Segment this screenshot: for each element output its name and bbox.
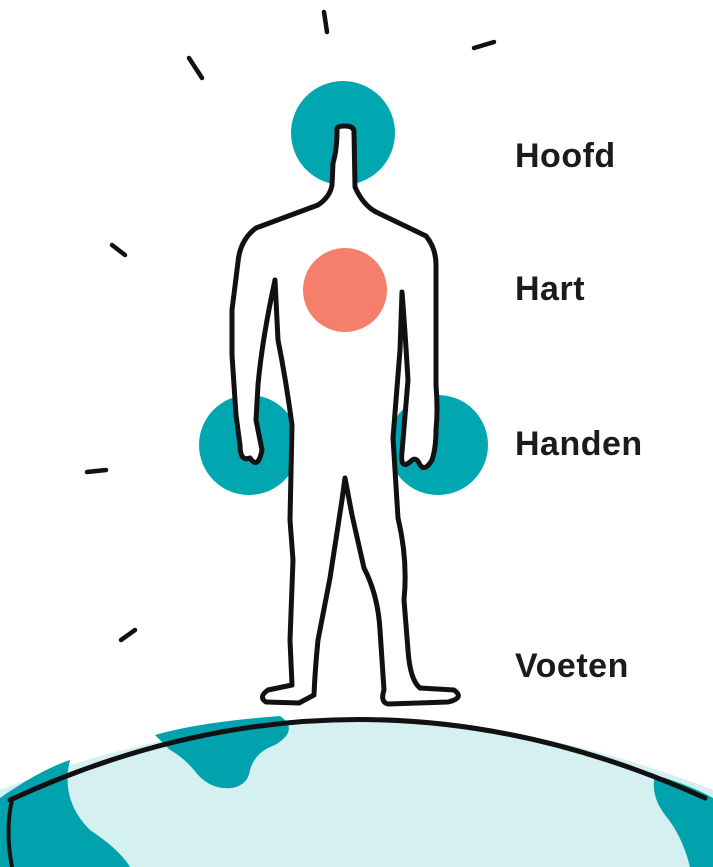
dash-mid-left <box>112 245 125 255</box>
dash-top-left <box>189 58 202 78</box>
dash-bottom-left <box>121 630 135 640</box>
label-heart: Hart <box>515 270 585 309</box>
dash-top-right <box>474 42 494 48</box>
globe <box>0 716 713 867</box>
label-feet: Voeten <box>515 647 629 686</box>
label-hands: Handen <box>515 425 643 464</box>
dash-lower-left <box>87 470 106 472</box>
heart-circle <box>303 248 387 332</box>
label-head: Hoofd <box>515 137 616 176</box>
dash-top <box>324 12 327 32</box>
